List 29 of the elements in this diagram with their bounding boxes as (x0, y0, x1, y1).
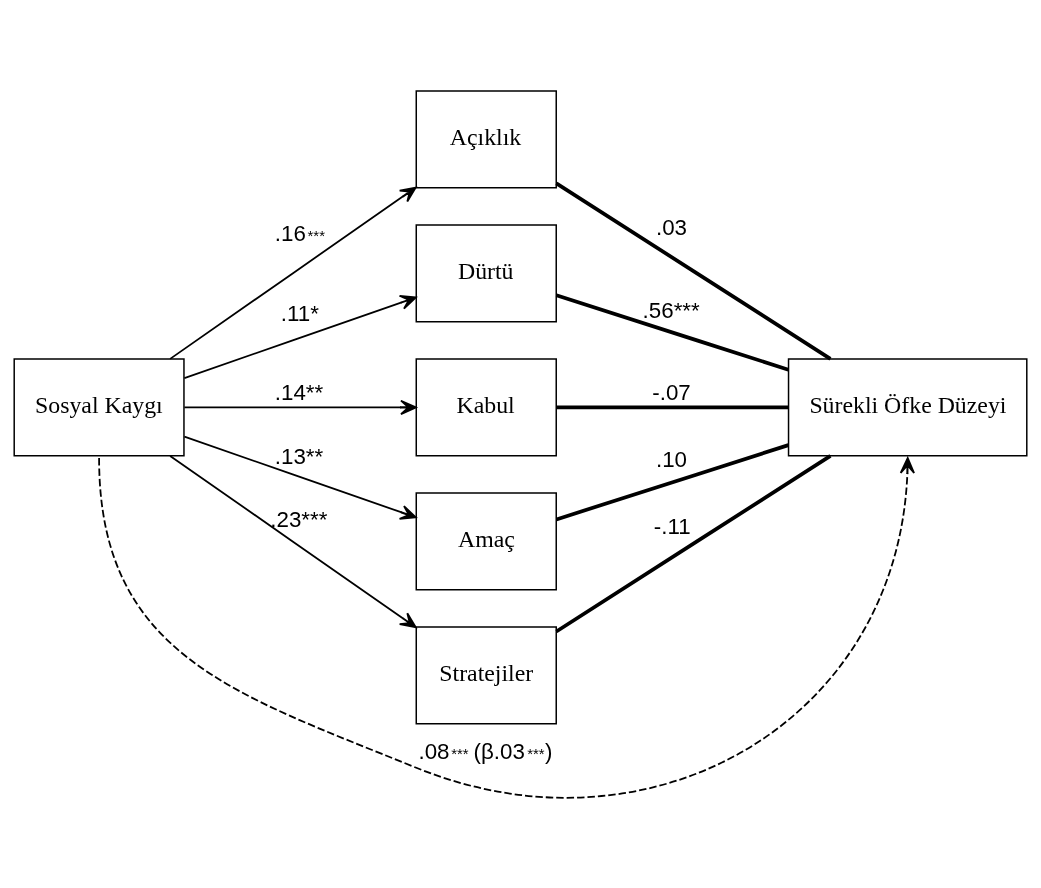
edge-label: .23*** (270, 506, 328, 532)
arrow (183, 399, 417, 415)
connector (555, 293, 789, 371)
node-box: Sürekli Öfke Düzeyi (787, 357, 1028, 457)
edge-label: .14** (274, 379, 324, 405)
edge-label: .56*** (642, 297, 700, 323)
arrow (169, 454, 417, 628)
arrow (183, 294, 417, 379)
node-box: Dürtü (415, 223, 557, 322)
arrow (183, 435, 417, 520)
node-box: Sosyal Kaygı (13, 357, 185, 457)
arrow (98, 456, 915, 798)
connector (555, 453, 832, 633)
edge-label: .03 (656, 214, 688, 240)
edge-label: .11* (280, 300, 319, 326)
connector (555, 181, 832, 360)
edge-label: .08*** (β.03***) (418, 738, 553, 764)
connector (555, 442, 789, 521)
node-box: Stratejiler (415, 625, 557, 725)
edge-label: -.07 (652, 379, 691, 405)
edge-label: .16*** (274, 220, 325, 246)
node-box: Açıklık (415, 89, 557, 188)
arrow (169, 186, 417, 360)
edge-label: .13** (274, 443, 324, 469)
edge-label: -.11 (653, 513, 691, 539)
connector (556, 405, 789, 409)
node-box: Amaç (415, 491, 557, 591)
edge-label: .10 (656, 446, 688, 472)
node-box: Kabul (415, 357, 557, 457)
